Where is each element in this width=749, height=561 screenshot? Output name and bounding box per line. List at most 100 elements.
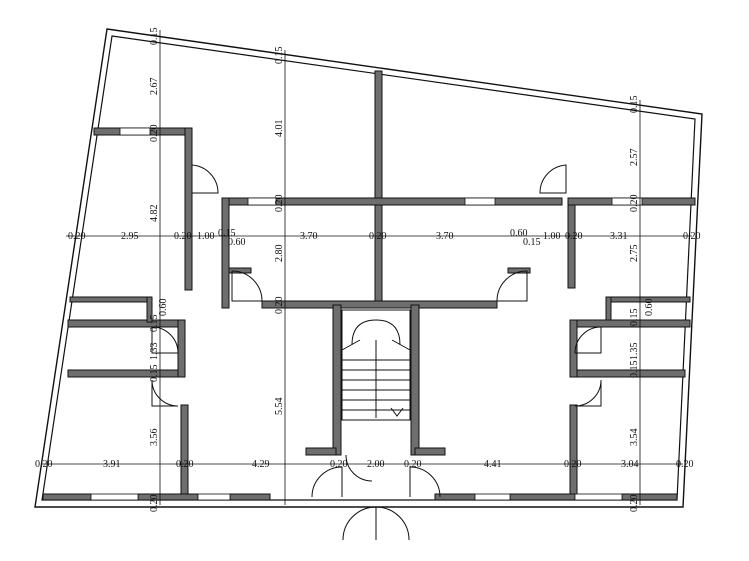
door-right-bedroom [574,379,602,407]
wall-bottom-seg-1 [42,493,92,501]
dim-label: 4.29 [252,459,270,470]
door-right-corridor [496,270,528,302]
wall-left-closet [69,296,151,303]
dim-label: 0.15 [149,28,160,46]
dim-label: 0.60 [158,299,169,317]
wall-right-closet-2 [507,267,531,274]
exterior-walls [34,28,703,508]
dim-label: 0.20 [68,231,86,242]
dimension-lines [42,30,692,505]
dim-label: 0.60 [510,228,528,239]
dim-label: 0.15 [523,237,541,248]
dim-label: 1.00 [543,231,561,242]
wall-left-closet-side [146,296,153,323]
wall-left-mid-1 [67,319,184,328]
dim-label: 0.20 [149,125,160,143]
wall-center-vertical [374,70,383,306]
dim-label: 4.82 [149,205,160,223]
wall-right-closet-side [605,296,612,323]
wall-corridor-bottom [261,300,498,309]
window-corridor-left [247,197,277,206]
dim-label: 2.57 [629,149,640,167]
doors [151,164,602,541]
dim-label: 0.20 [404,459,422,470]
door-right-room [539,164,567,194]
window-bottom-3 [474,493,511,501]
door-left-corridor [231,270,263,302]
dim-label: 3.70 [436,231,454,242]
stair-outline [341,309,411,421]
dim-label: 0.20 [565,231,583,242]
window-corridor-right [464,197,496,206]
dim-label: 0.20 [629,495,640,513]
door-left-room [191,164,219,194]
dim-label: 2.95 [121,231,139,242]
wall-left-mid-2 [67,369,184,378]
wall-bottom-seg-4 [434,493,476,501]
dim-label: 0.15 [629,96,640,114]
dim-label: 0.15 [149,315,160,333]
dim-label: 0.15 [218,228,236,239]
dim-label: 0.20 [629,195,640,213]
wall-left-corridor [221,197,230,309]
door-left-bath [151,326,179,354]
dim-label: 3.04 [621,459,639,470]
dim-label: 0.20 [564,459,582,470]
dim-label: 1.00 [197,231,215,242]
stair-landing-curve [351,319,401,346]
wall-bottom-seg-2 [137,493,199,501]
dim-label: 0.60 [644,299,655,317]
dim-labels-right: 0.15 2.57 0.20 2.75 0.60 0.15 1.35 0.15 … [629,96,655,513]
wall-right-corridor [567,197,576,289]
dim-label: 1.33 [149,343,160,361]
door-entrance-right-inner [375,506,410,541]
staircase [341,309,411,421]
windows [90,127,643,501]
dim-label: 3.91 [103,459,121,470]
window-right-top [611,197,643,206]
door-entrance-right-outer [409,466,441,498]
dim-label: 0.20 [369,231,387,242]
dim-labels-center: 0.15 4.01 0.20 2.80 0.20 5.54 [274,47,285,416]
door-entrance-left-inner [342,506,377,541]
dim-label: 0.20 [330,459,348,470]
wall-stair-bottom-left [305,447,337,456]
dim-label: 0.15 [274,47,285,65]
wall-left-bath [177,319,186,378]
door-right-bath [574,326,602,354]
dim-labels-left: 0.15 2.67 0.20 4.82 0.60 0.15 1.33 0.15 … [149,28,169,513]
wall-bottom-seg-5 [509,493,576,501]
wall-left-room-right [184,127,193,291]
dim-label: 0.15 [149,365,160,383]
dim-label: 4.41 [484,459,502,470]
dim-labels-row2: 0.20 3.91 0.20 4.29 0.20 2.00 0.20 4.41 … [35,459,694,470]
dim-label: 0.20 [274,195,285,213]
dim-label: 4.01 [274,120,285,138]
dim-label: 2.80 [274,245,285,263]
wall-right-bottom-room [569,404,578,501]
window-bottom-2 [197,493,231,501]
dim-label: 0.20 [676,459,694,470]
stair-winder [391,339,411,351]
wall-left-closet-2 [228,267,252,274]
wall-right-bath [569,319,578,378]
dim-label: 3.56 [149,429,160,447]
window-bottom-1 [90,493,139,501]
dim-label: 0.20 [176,459,194,470]
dim-label: 1.35 [629,343,640,361]
dim-label: 0.15 [629,309,640,327]
wall-stair-bottom-right [414,447,446,456]
dim-label: 0.20 [174,231,192,242]
dim-label: 3.70 [300,231,318,242]
dim-label: 3.31 [610,231,628,242]
dim-label: 0.60 [228,237,246,248]
wall-stair-left [332,304,342,456]
dim-label: 5.54 [274,398,285,416]
window-bottom-4 [574,493,623,501]
door-left-bedroom [151,379,179,407]
wall-stair-right [410,304,420,456]
dim-label: 0.20 [274,297,285,315]
stair-winder [341,339,361,351]
dim-label: 2.00 [367,459,385,470]
